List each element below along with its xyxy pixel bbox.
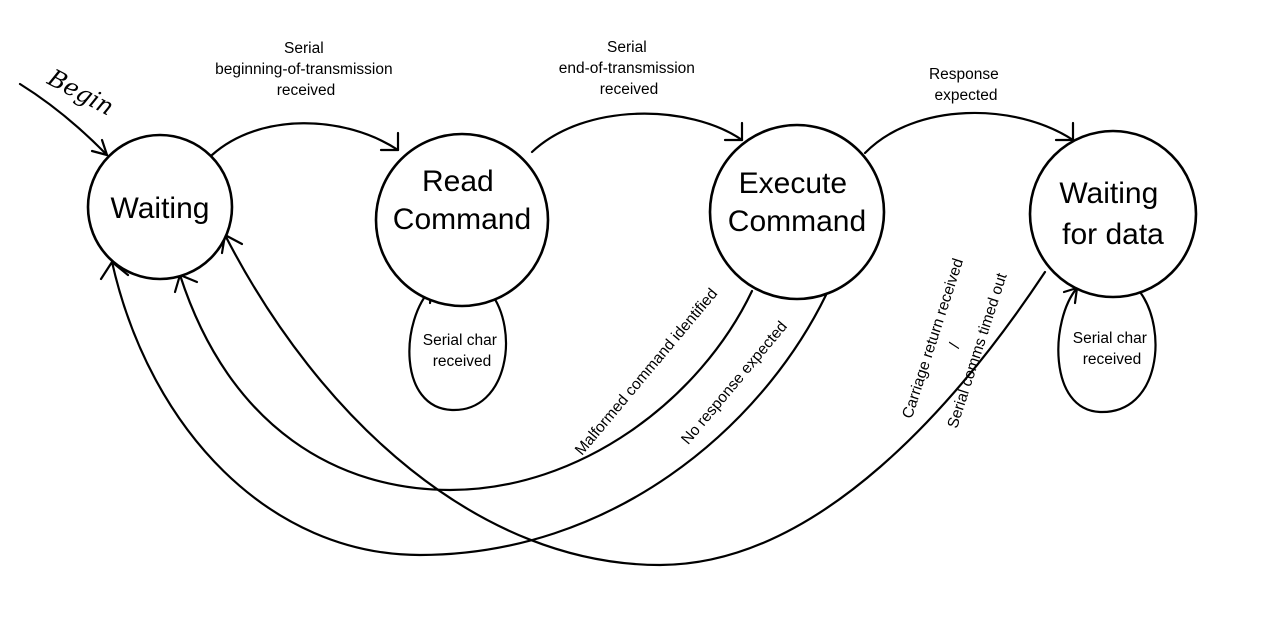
start-arrow — [18, 82, 109, 157]
arrowhead-read-to-execute — [723, 121, 744, 142]
label-begin-transmission: Serial beginning-of-transmission receive… — [215, 40, 397, 99]
state-execute-command-circle — [708, 123, 886, 301]
self-loop-waiting-for-data — [1057, 286, 1157, 414]
label-end-transmission: Serial end-of-transmission received — [559, 39, 699, 98]
start-transition: Begin — [18, 63, 118, 157]
state-waiting-label: Waiting — [111, 192, 210, 225]
edge-execute-to-waiting-data — [863, 111, 1075, 155]
edge-waiting-to-read — [210, 122, 400, 157]
edge-read-to-execute — [530, 112, 744, 154]
state-read-command-label: Read Command — [393, 165, 531, 236]
begin-label: Begin — [42, 63, 118, 121]
state-waiting-for-data: Waiting for data — [1028, 129, 1198, 299]
state-waiting-circle — [86, 133, 234, 281]
label-no-response: No response expected — [678, 318, 791, 448]
state-execute-command: Execute Command — [708, 123, 886, 301]
edge-malformed-command — [178, 273, 754, 492]
edge-no-response — [110, 260, 828, 557]
state-waiting-for-data-label: Waiting for data — [1059, 177, 1166, 251]
state-waiting: Waiting — [86, 133, 234, 281]
transition-response-expected: Response expected — [863, 66, 1075, 155]
arrowhead-waiting-to-read — [379, 131, 400, 152]
state-read-command: Read Command — [374, 132, 550, 308]
transition-end-of-transmission: Serial end-of-transmission received — [530, 39, 744, 154]
start-arrowhead — [90, 138, 109, 157]
transition-data-serial-char: Serial char received — [1057, 286, 1157, 414]
edge-carriage-return-or-timeout — [223, 233, 1047, 567]
label-data-serial-char: Serial char received — [1073, 330, 1151, 368]
state-read-command-circle — [374, 132, 550, 308]
label-response-expected: Response expected — [929, 66, 1003, 104]
state-execute-command-label: Execute Command — [728, 167, 866, 238]
state-waiting-for-data-circle — [1028, 129, 1198, 299]
label-read-serial-char: Serial char received — [423, 332, 501, 370]
transition-begin-of-transmission: Serial beginning-of-transmission receive… — [210, 40, 400, 157]
self-loop-read-command — [408, 286, 508, 412]
transition-read-serial-char: Serial char received — [408, 286, 508, 412]
